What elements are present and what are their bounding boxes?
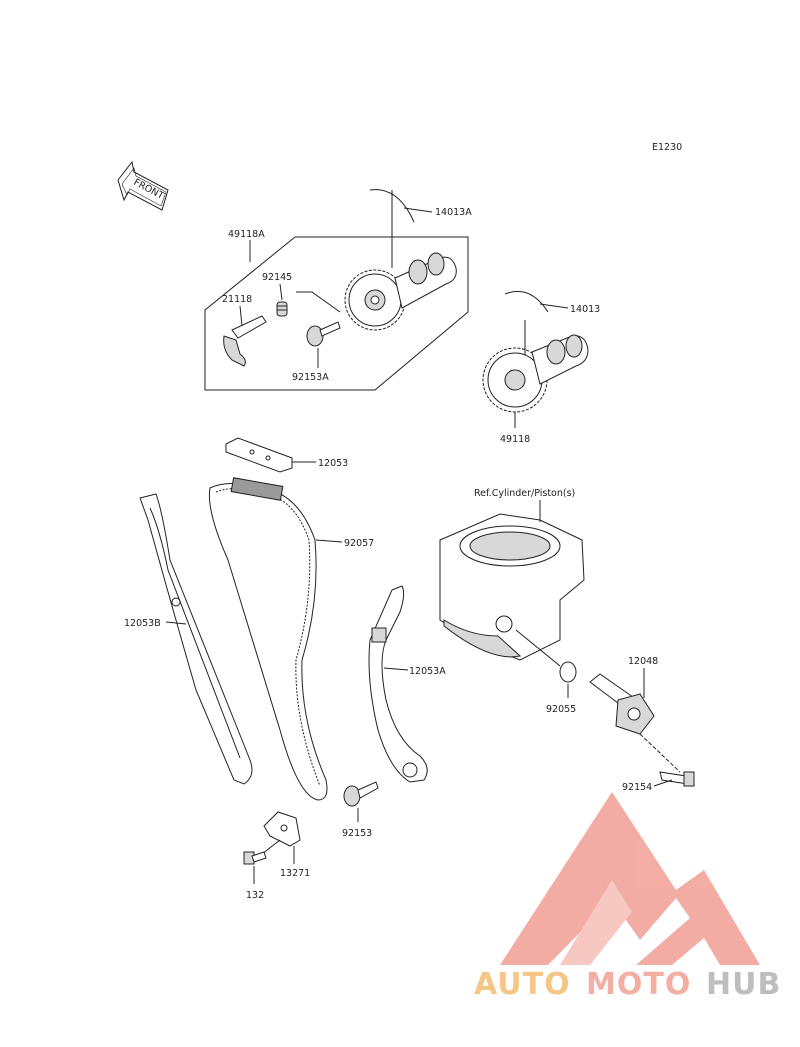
part-label-92145: 92145 <box>262 272 292 283</box>
logo-text-hub: HUB <box>706 967 781 1002</box>
part-label-92057: 92057 <box>344 538 374 549</box>
part-label-92153A: 92153A <box>292 372 329 383</box>
timing-chain <box>208 477 328 801</box>
part-label-132: 132 <box>246 890 264 901</box>
part-label-12053: 12053 <box>318 458 348 469</box>
bolt-92153 <box>343 781 379 807</box>
cylinder <box>439 513 585 661</box>
part-label-14013A: 14013A <box>435 207 472 218</box>
decompressor-shaft <box>223 315 267 367</box>
automotohub-logo: AUTO MOTO HUB <box>474 792 781 1002</box>
part-label-12053B: 12053B <box>124 618 161 629</box>
part-label-92055: 92055 <box>546 704 576 715</box>
bolt-92153A <box>306 321 341 347</box>
o-ring <box>559 661 577 683</box>
part-label-12053A: 12053A <box>409 666 446 677</box>
chain-guide-ring-a <box>369 189 415 223</box>
chain-guide-left <box>139 493 253 785</box>
part-label-49118A: 49118A <box>228 229 265 240</box>
part-label-13271: 13271 <box>280 868 310 879</box>
camshaft-a <box>344 252 457 331</box>
part-label-49118: 49118 <box>500 434 530 445</box>
plate <box>263 811 301 847</box>
camshaft-b <box>482 334 589 413</box>
assembly-outline <box>204 236 469 391</box>
diagram-code: E1230 <box>652 142 682 153</box>
part-label-21118: 21118 <box>222 294 252 305</box>
tensioner-guide <box>368 585 428 783</box>
part-label-14013: 14013 <box>570 304 600 315</box>
chain-tensioner <box>589 673 655 735</box>
part-label-12048: 12048 <box>628 656 658 667</box>
chain-guide-top <box>225 437 293 473</box>
bolt-132 <box>243 851 267 865</box>
bolt-92154 <box>659 771 695 787</box>
ref-cylinder-note: Ref.Cylinder/Piston(s) <box>474 488 575 499</box>
part-label-92154: 92154 <box>622 782 652 793</box>
part-label-92153: 92153 <box>342 828 372 839</box>
front-arrow-icon: FRONT <box>117 160 169 211</box>
spring-part <box>276 301 288 317</box>
logo-text-moto: MOTO <box>586 967 691 1002</box>
chain-guide-ring <box>504 290 549 313</box>
logo-text-auto: AUTO <box>474 967 571 1002</box>
